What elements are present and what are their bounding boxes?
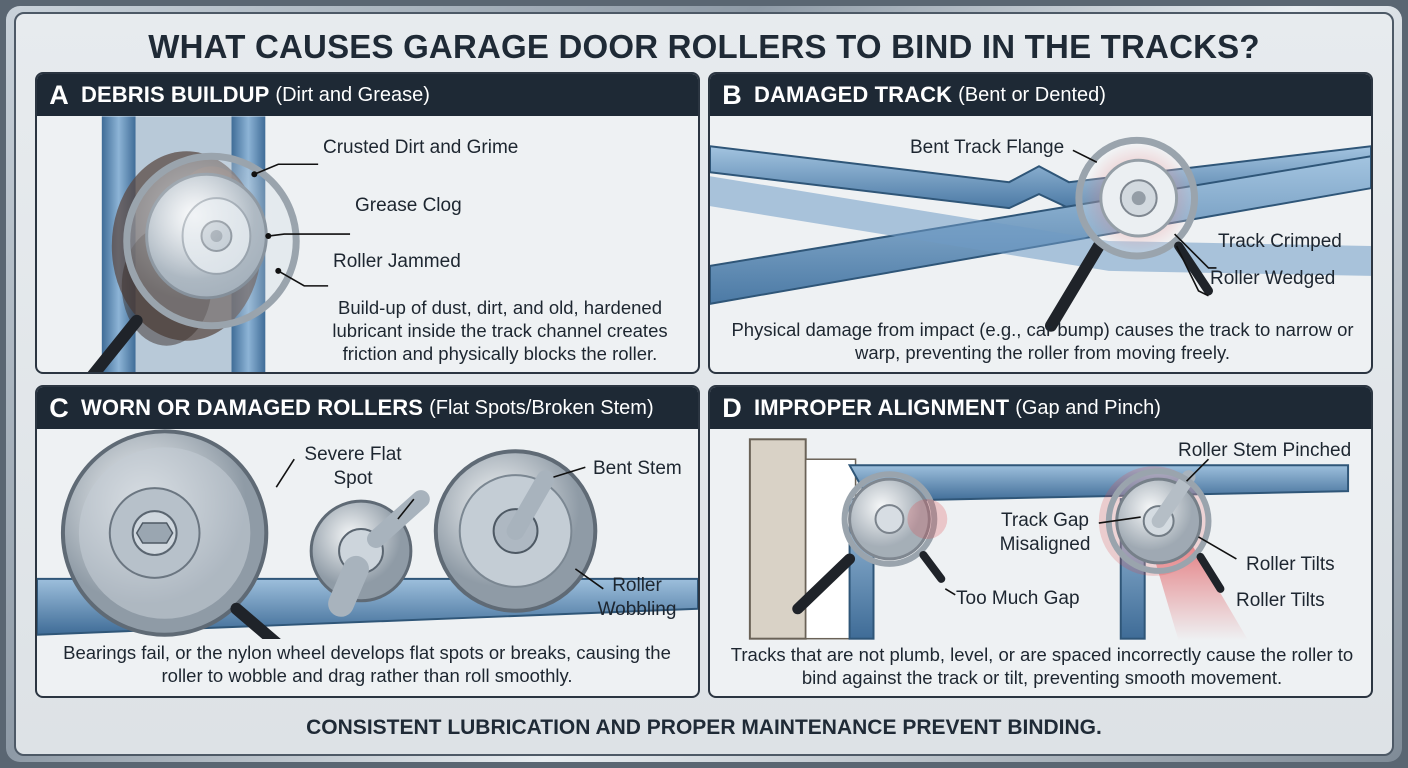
panel-improper-alignment: D IMPROPER ALIGNMENT (Gap and Pinch) bbox=[708, 385, 1373, 698]
panel-subtitle: (Bent or Dented) bbox=[958, 83, 1106, 106]
panel-description: Bearings fail, or the nylon wheel develo… bbox=[63, 642, 671, 687]
panel-subtitle: (Gap and Pinch) bbox=[1015, 396, 1161, 419]
panel-damaged-track: B DAMAGED TRACK (Bent or Dented) Bent Tr… bbox=[708, 72, 1373, 374]
panel-letter: B bbox=[722, 79, 742, 110]
alignment-illustration bbox=[748, 438, 1350, 641]
magnifier-lens bbox=[1075, 136, 1199, 260]
panel-name: WORN OR DAMAGED ROLLERS bbox=[81, 395, 424, 420]
panel-debris-buildup: A DEBRIS BUILDUP (Dirt and Grease) Crust… bbox=[35, 72, 700, 374]
page-title: WHAT CAUSES GARAGE DOOR ROLLERS TO BIND … bbox=[148, 28, 1260, 65]
label-bent-stem: Bent Stem bbox=[593, 458, 682, 479]
panel-description: Tracks that are not plumb, level, or are… bbox=[730, 644, 1354, 689]
panel-subtitle: (Dirt and Grease) bbox=[275, 83, 430, 106]
panel-letter: A bbox=[49, 79, 69, 110]
label-too-much-gap: Too Much Gap bbox=[956, 588, 1080, 609]
label-roller-stem-pinched: Roller Stem Pinched bbox=[1178, 440, 1352, 461]
panel-header: A DEBRIS BUILDUP (Dirt and Grease) bbox=[37, 74, 698, 116]
label-roller-wedged: Roller Wedged bbox=[1210, 268, 1336, 289]
panel-name: IMPROPER ALIGNMENT bbox=[754, 395, 1010, 420]
label-track-crimped: Track Crimped bbox=[1218, 231, 1342, 252]
label-roller-jammed: Roller Jammed bbox=[333, 251, 461, 272]
panel-letter: C bbox=[49, 392, 69, 423]
debris-illustration bbox=[87, 116, 351, 372]
footer-tip: CONSISTENT LUBRICATION AND PROPER MAINTE… bbox=[306, 716, 1102, 739]
panel-name: DAMAGED TRACK bbox=[754, 82, 953, 107]
label-roller-tilts-upper: Roller Tilts bbox=[1246, 554, 1335, 575]
label-crusted-dirt: Crusted Dirt and Grime bbox=[323, 137, 519, 158]
label-severe-flat-spot: Severe Flat Spot bbox=[304, 444, 402, 489]
magnifier-lens bbox=[123, 152, 300, 330]
label-bent-track-flange: Bent Track Flange bbox=[910, 137, 1065, 158]
panel-letter: D bbox=[722, 392, 742, 423]
label-track-gap-misaligned: Track Gap Misaligned bbox=[999, 510, 1091, 555]
panel-header: B DAMAGED TRACK (Bent or Dented) bbox=[710, 74, 1371, 116]
panel-description: Build-up of dust, dirt, and old, hardene… bbox=[332, 297, 668, 365]
worn-rollers-illustration bbox=[37, 429, 698, 639]
label-roller-tilts-lower: Roller Tilts bbox=[1236, 590, 1325, 611]
label-grease-clog: Grease Clog bbox=[355, 195, 462, 216]
panel-header: C WORN OR DAMAGED ROLLERS (Flat Spots/Br… bbox=[37, 387, 698, 429]
panel-header: D IMPROPER ALIGNMENT (Gap and Pinch) bbox=[710, 387, 1371, 429]
panel-worn-rollers: C WORN OR DAMAGED ROLLERS (Flat Spots/Br… bbox=[35, 385, 700, 698]
panel-name: DEBRIS BUILDUP bbox=[81, 82, 270, 107]
panel-subtitle: (Flat Spots/Broken Stem) bbox=[429, 396, 654, 419]
label-roller-wobbling: Roller Wobbling bbox=[597, 575, 677, 620]
damaged-track-illustration bbox=[710, 136, 1371, 332]
panel-description: Physical damage from impact (e.g., car b… bbox=[731, 319, 1354, 364]
